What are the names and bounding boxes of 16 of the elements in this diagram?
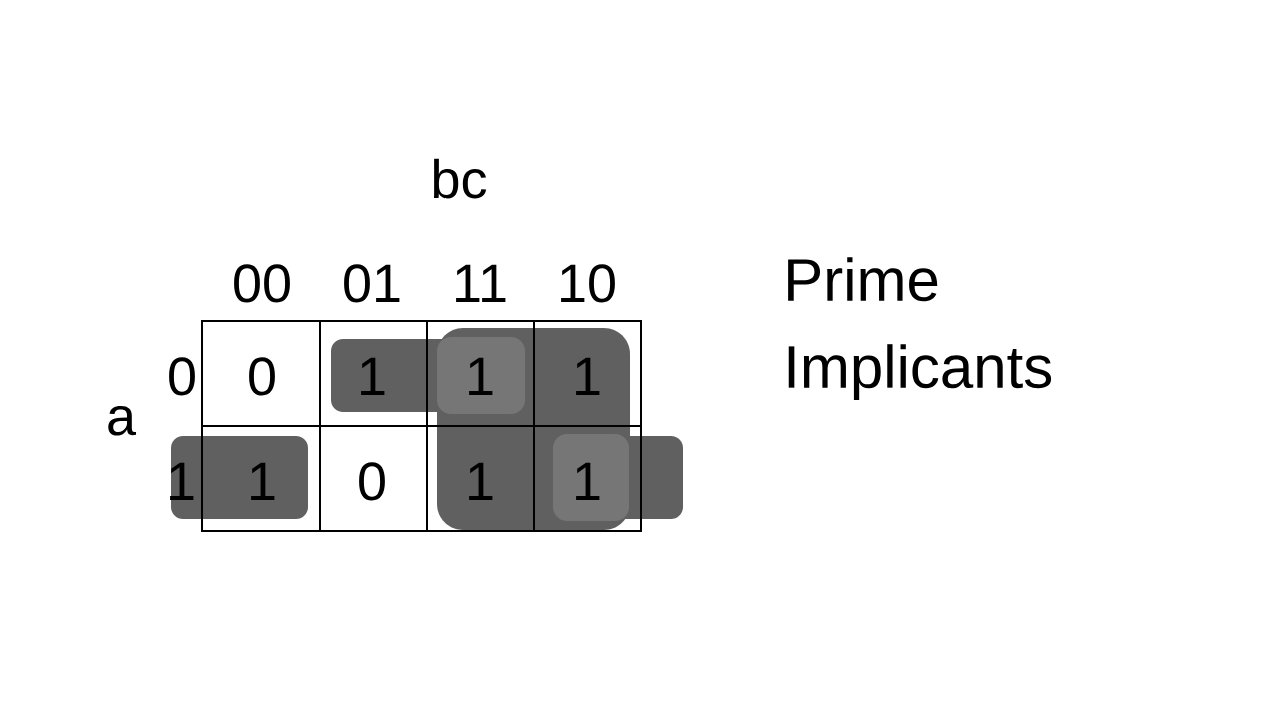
column-header: 00 xyxy=(234,264,290,303)
cell-value: 1 xyxy=(576,462,600,500)
cell-value: 1 xyxy=(251,462,275,500)
cell-value: 0 xyxy=(359,462,385,501)
column-header: 11 xyxy=(456,264,506,302)
variable-label: bc xyxy=(433,158,487,199)
cell-value: 1 xyxy=(361,357,385,395)
slide-title: Prime Implicants xyxy=(788,257,1052,401)
column-header: 01 xyxy=(344,264,400,303)
cell-value: 0 xyxy=(249,357,275,396)
cell-value: 1 xyxy=(469,357,493,395)
variable-label: a xyxy=(108,405,137,436)
cell-value: 1 xyxy=(469,462,493,500)
column-header: 10 xyxy=(561,264,615,303)
cell-value: 1 xyxy=(576,357,600,395)
row-header: 0 xyxy=(169,357,195,396)
